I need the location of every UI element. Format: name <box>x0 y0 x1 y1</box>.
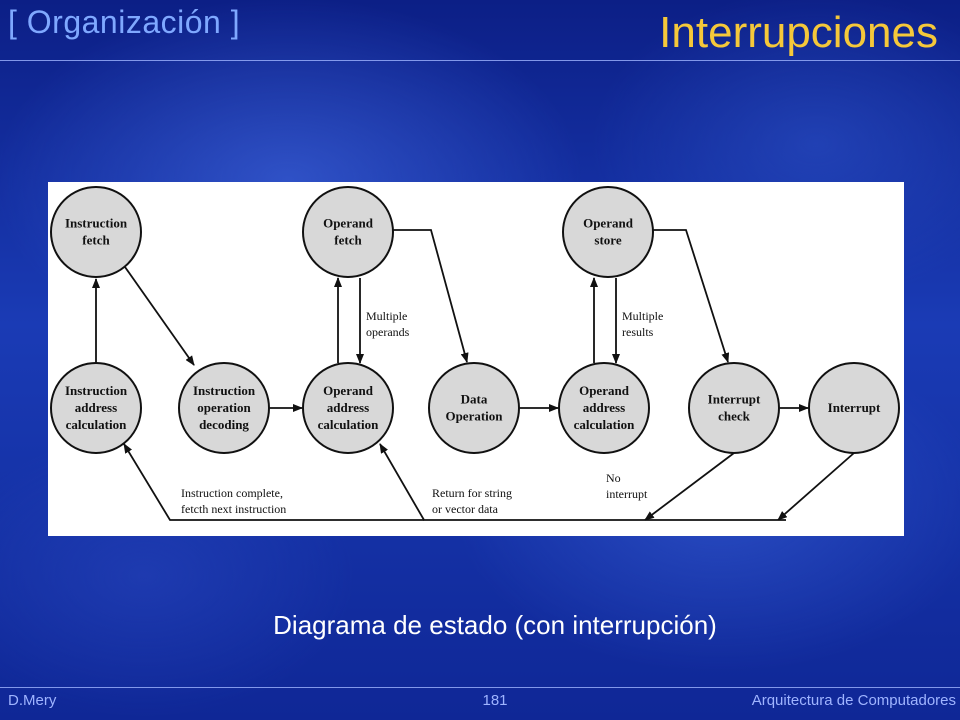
state-node-circle <box>688 362 780 454</box>
note-label: Multiple <box>622 309 663 323</box>
state-node-circle <box>808 362 900 454</box>
state-node-circle <box>50 362 142 454</box>
state-node-label: decoding <box>199 417 249 432</box>
state-node-circle <box>302 186 394 278</box>
note-multiple-results: Multiple results <box>622 309 663 339</box>
state-node-label: Operand <box>583 216 634 231</box>
state-node-operand-address-calculation-2: Operand address calculation <box>558 362 650 454</box>
state-node-label: Operand <box>579 383 630 398</box>
state-node-label: operation <box>197 400 251 415</box>
state-node-interrupt-check: Interrupt check <box>688 362 780 454</box>
top-divider <box>0 60 960 61</box>
state-node-instruction-fetch: Instruction fetch <box>50 186 142 278</box>
state-node-circle <box>302 362 394 454</box>
footer-page-number: 181 <box>482 692 508 709</box>
note-return-for-string: Return for string or vector data <box>432 486 512 516</box>
note-label: results <box>622 325 654 339</box>
state-node-label: calculation <box>66 417 127 432</box>
state-node-label: address <box>327 400 369 415</box>
state-node-label: Instruction <box>65 383 128 398</box>
edge-interrupt-to-bottom <box>777 452 855 521</box>
state-diagram-canvas: InstructionfetchOperandfetchOperandstore… <box>50 186 900 521</box>
state-node-label: Operand <box>323 216 374 231</box>
state-node-interrupt: Interrupt <box>808 362 900 454</box>
diagram-caption: Diagrama de estado (con interrupción) <box>273 610 717 640</box>
state-node-label: address <box>75 400 117 415</box>
note-label: or vector data <box>432 502 499 516</box>
state-node-label: calculation <box>574 417 635 432</box>
edge-of-to-dataop <box>393 229 469 363</box>
state-node-label: Interrupt <box>828 400 881 415</box>
state-node-instruction-operation-decoding: Instruction operation decoding <box>178 362 270 454</box>
state-node-circle <box>558 362 650 454</box>
bottom-divider <box>0 687 960 688</box>
state-node-circle <box>562 186 654 278</box>
state-node-label: Instruction <box>65 216 128 231</box>
edge-icheck-to-bottom <box>644 452 735 521</box>
slide-title: Interrupciones <box>659 8 938 57</box>
note-label: fetcth next instruction <box>181 502 286 516</box>
state-node-instruction-address-calculation: Instruction address calculation <box>50 362 142 454</box>
note-label: No <box>606 471 621 485</box>
edge-os-to-icheck <box>653 229 730 363</box>
state-node-label: fetch <box>82 233 110 248</box>
state-node-operand-address-calculation-1: Operand address calculation <box>302 362 394 454</box>
state-node-label: address <box>583 400 625 415</box>
edge-if-to-iod <box>124 266 195 366</box>
state-node-label: Data <box>461 392 488 407</box>
note-instruction-complete: Instruction complete, fetcth next instruc… <box>181 486 286 516</box>
footer-author: D.Mery <box>8 692 57 709</box>
note-label: Multiple <box>366 309 407 323</box>
state-node-label: calculation <box>318 417 379 432</box>
state-node-label: Operand <box>323 383 374 398</box>
state-node-label: store <box>594 233 621 248</box>
state-node-label: check <box>718 409 751 424</box>
edge-bottom-to-iac <box>123 443 424 521</box>
state-node-circle <box>178 362 270 454</box>
state-node-label: fetch <box>334 233 362 248</box>
state-node-operand-store: Operand store <box>562 186 654 278</box>
note-label: operands <box>366 325 410 339</box>
footer-course: Arquitectura de Computadores <box>751 692 956 709</box>
section-tag: [ Organización ] <box>8 4 241 40</box>
note-multiple-operands: Multiple operands <box>366 309 410 339</box>
note-no-interrupt: No interrupt <box>606 471 648 501</box>
note-label: Return for string <box>432 486 512 500</box>
state-node-circle <box>50 186 142 278</box>
state-node-circle <box>428 362 520 454</box>
state-node-operand-fetch: Operand fetch <box>302 186 394 278</box>
state-node-label: Operation <box>445 409 503 424</box>
state-node-label: Interrupt <box>708 392 761 407</box>
note-label: interrupt <box>606 487 648 501</box>
state-node-label: Instruction <box>193 383 256 398</box>
note-label: Instruction complete, <box>181 486 283 500</box>
